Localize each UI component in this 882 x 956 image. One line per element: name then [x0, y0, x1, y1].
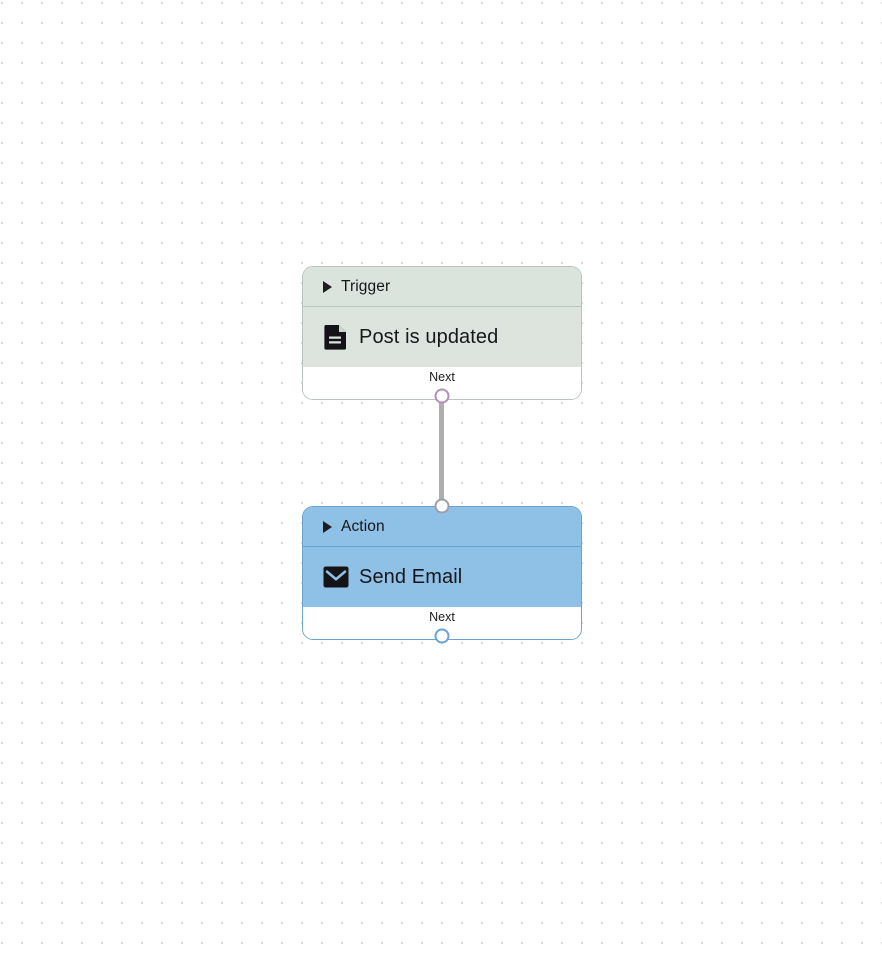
node-action-input-port[interactable]	[434, 498, 450, 514]
envelope-icon	[323, 564, 349, 590]
node-action-body[interactable]: Send Email	[303, 547, 581, 607]
document-icon	[323, 324, 349, 350]
node-trigger-header[interactable]: Trigger	[303, 267, 581, 307]
node-action-next-label: Next	[429, 610, 455, 624]
node-trigger-next-label: Next	[429, 370, 455, 384]
node-action-header-label: Action	[341, 517, 385, 535]
node-trigger-output-port[interactable]	[434, 388, 450, 404]
node-trigger-header-label: Trigger	[341, 277, 391, 295]
node-trigger-title: Post is updated	[359, 326, 499, 348]
node-trigger-footer: Next	[303, 367, 581, 399]
node-action-title: Send Email	[359, 566, 463, 588]
node-action-frame: Action Send Email Next	[302, 506, 582, 640]
node-trigger-body[interactable]: Post is updated	[303, 307, 581, 367]
node-action[interactable]: Action Send Email Next	[302, 498, 582, 644]
node-trigger-frame: Trigger Post is updated Next	[302, 266, 582, 400]
node-action-output-port[interactable]	[434, 628, 450, 644]
triangle-right-icon[interactable]	[323, 520, 332, 533]
node-trigger[interactable]: Trigger Post is updated Next	[302, 266, 582, 404]
triangle-right-icon[interactable]	[323, 280, 332, 293]
node-action-header[interactable]: Action	[303, 507, 581, 547]
